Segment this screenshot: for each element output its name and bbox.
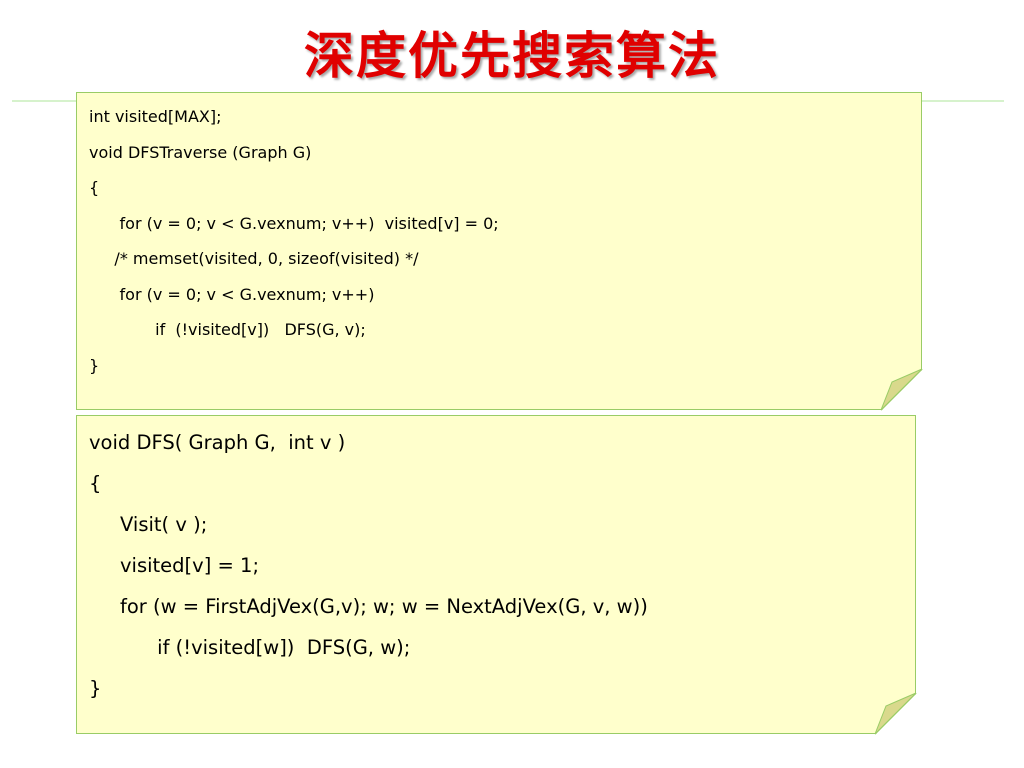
code-line: for (w = FirstAdjVex(G,v); w; w = NextAd… xyxy=(89,595,648,618)
code-line: for (v = 0; v < G.vexnum; v++) visited[v… xyxy=(89,213,499,233)
code-line: void DFSTraverse (Graph G) xyxy=(89,142,312,162)
code-note-dfs: void DFS( Graph G, int v ) { Visit( v );… xyxy=(76,415,916,734)
code-line: { xyxy=(89,178,100,197)
code-line: } xyxy=(89,355,100,375)
page-fold-icon xyxy=(880,368,923,411)
code-line: } xyxy=(89,677,102,700)
code-line: /* memset(visited, 0, sizeof(visited) */ xyxy=(89,249,419,268)
code-line: for (v = 0; v < G.vexnum; v++) xyxy=(89,284,375,304)
code-note-dfs-traverse: int visited[MAX]; void DFSTraverse (Grap… xyxy=(76,92,922,410)
code-line: int visited[MAX]; xyxy=(89,107,222,126)
code-line: { xyxy=(89,472,102,495)
slide-title: 深度优先搜索算法 xyxy=(304,26,720,85)
code-line: void DFS( Graph G, int v ) xyxy=(89,431,346,454)
code-line: visited[v] = 1; xyxy=(89,554,260,577)
code-line: Visit( v ); xyxy=(89,513,208,536)
page-fold-icon xyxy=(874,692,917,735)
code-line: if (!visited[v]) DFS(G, v); xyxy=(89,320,366,339)
code-line: if (!visited[w]) DFS(G, w); xyxy=(89,636,411,659)
